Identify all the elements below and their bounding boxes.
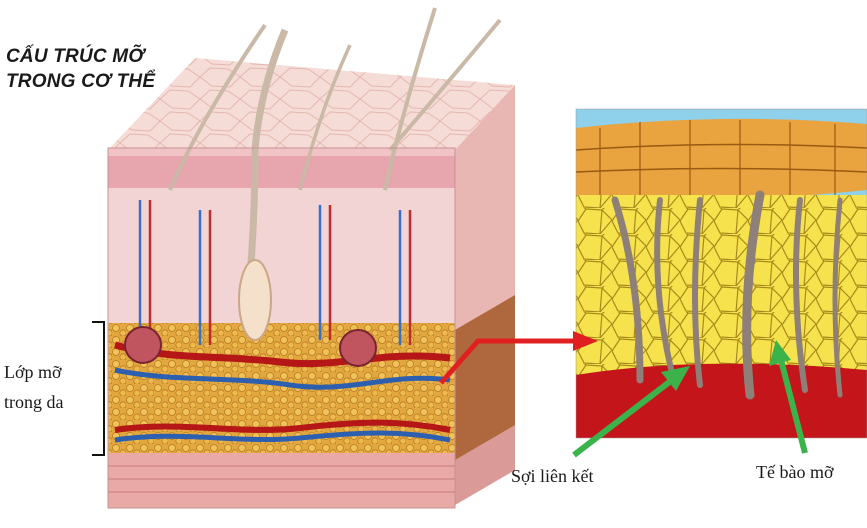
fat-layer-label-line-1: Lớp mỡ (4, 357, 63, 387)
zoom-inset (576, 109, 867, 438)
fat-layer-label: Lớp mỡ trong da (4, 357, 63, 417)
title-line-2: TRONG CƠ THỂ (6, 69, 155, 94)
inset-skin-layer (576, 119, 867, 201)
diagram-title: CẤU TRÚC MỠ TRONG CƠ THỂ (6, 44, 155, 94)
fat-layer-bracket (92, 322, 104, 455)
fat-cell-label: Tế bào mỡ (756, 462, 834, 483)
fat-layer-label-line-2: trong da (4, 387, 63, 417)
connective-fiber-label: Sợi liên kết (511, 466, 594, 487)
muscle-layer (108, 453, 455, 508)
dermis (108, 188, 455, 323)
inset-blood-layer (576, 364, 867, 438)
title-line-1: CẤU TRÚC MỠ (6, 44, 155, 69)
skin-block-illustration (108, 8, 515, 508)
